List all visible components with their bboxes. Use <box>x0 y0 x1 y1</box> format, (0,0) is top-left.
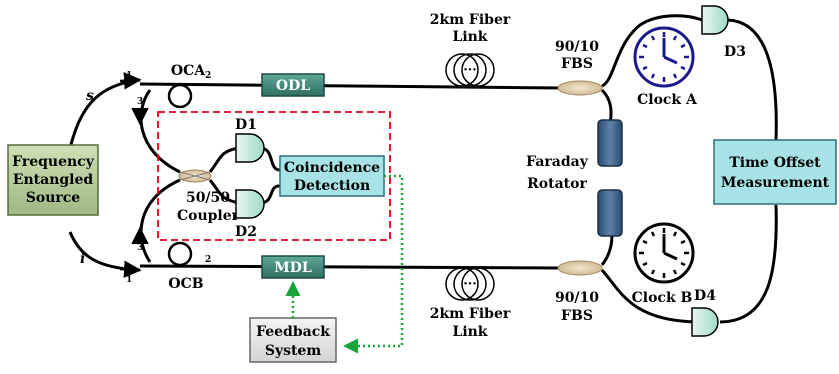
source-line2: Entangled <box>13 172 94 188</box>
coupler-cross <box>179 171 211 181</box>
fiber-spool-bottom-dots: ··· <box>463 277 477 292</box>
fiber-oca-coupler <box>139 89 181 174</box>
time-offset-box <box>713 139 837 205</box>
fiber-fbs-d4 <box>600 268 696 324</box>
fiber-bottom-line1: 2km Fiber <box>430 306 511 322</box>
faraday-bottom-icon <box>597 189 623 237</box>
fiber-bottom-line2: Link <box>452 324 487 340</box>
coupler-line2: Coupler <box>177 208 240 224</box>
detector-d3-icon <box>701 5 729 35</box>
detector-d4-icon <box>691 307 719 337</box>
oca-label: OCA <box>171 63 206 79</box>
arrow-signal <box>119 72 142 90</box>
ocb-label: OCB <box>168 276 203 292</box>
fbs-top-line2: FBS <box>561 56 593 72</box>
feedback-line1: Feedback <box>256 324 330 340</box>
detector-d3-label: D3 <box>724 44 746 60</box>
coincidence-line1: Coincidence <box>284 160 380 176</box>
signal-label: s <box>86 88 94 104</box>
detector-d2-icon <box>235 189 265 219</box>
circulator-b-icon <box>167 241 193 267</box>
fiber-ocb-coupler <box>139 178 181 263</box>
detector-d1-label: D1 <box>235 117 257 133</box>
feedback-box <box>249 317 337 363</box>
fiber-top-line2: Link <box>452 29 487 45</box>
feedback-line2: System <box>265 343 322 359</box>
fiber-d4-tom <box>719 204 778 324</box>
ocb-port2: 2 <box>205 255 211 265</box>
oca-port1: 1 <box>126 71 132 81</box>
faraday-top-icon <box>597 119 623 167</box>
fbs-bottom-line1: 90/10 <box>555 290 599 306</box>
coincidence-line2: Detection <box>294 178 370 194</box>
fiber-paths <box>68 14 778 324</box>
fiber-fbs-d3 <box>601 14 703 88</box>
ocb-port3: 3 <box>137 243 143 253</box>
oca-port3: 3 <box>137 97 143 107</box>
odl-box <box>261 73 325 97</box>
fiber-top-main <box>139 82 561 90</box>
odl-label: ODL <box>276 78 310 94</box>
source-box <box>7 144 99 216</box>
source-line3: Source <box>26 190 81 206</box>
clock-a-label: Clock A <box>637 92 698 108</box>
fiber-bottom-main <box>139 264 561 270</box>
fiber-d3-tom <box>727 18 778 141</box>
mdl-label: MDL <box>274 260 312 276</box>
ocb-port1: 1 <box>126 275 132 285</box>
time-offset-line1: Time Offset <box>729 155 821 171</box>
coupler-line1: 50/50 <box>186 190 230 206</box>
coincidence-region <box>157 111 391 241</box>
source-line1: Frequency <box>12 154 95 170</box>
fiber-fbs-faraday-top <box>600 88 613 125</box>
fiber-top-line1: 2km Fiber <box>430 12 511 28</box>
faraday-line2: Rotator <box>527 176 587 192</box>
fiber-spool-bottom-icon <box>445 267 495 301</box>
fbs-bottom-line2: FBS <box>561 308 593 324</box>
clock-b-icon <box>633 222 695 284</box>
arrow-idler <box>119 260 142 278</box>
feedback-arrow-coinc <box>343 174 404 354</box>
clock-b-label: Clock B <box>632 290 693 306</box>
detector-d4-label: D4 <box>694 288 716 304</box>
clock-a-icon <box>633 26 695 88</box>
fiber-spool-top-dots: ··· <box>463 63 477 78</box>
fiber-fbs-faraday-bottom <box>600 234 614 266</box>
detector-d1-icon <box>235 133 265 163</box>
detector-d2-label: D2 <box>235 224 257 240</box>
idler-label: i <box>80 251 85 267</box>
fbs-bottom-icon <box>557 260 603 276</box>
oca-port2: 2 <box>205 71 211 81</box>
fbs-top-line1: 90/10 <box>555 39 599 55</box>
time-offset-line2: Measurement <box>721 175 830 191</box>
fbs-top-icon <box>557 80 603 96</box>
mdl-box <box>261 255 325 279</box>
faraday-line1: Faraday <box>526 154 589 170</box>
circulator-a-icon <box>167 83 193 109</box>
fiber-spool-top-icon <box>445 53 495 87</box>
fiber-signal <box>68 78 141 149</box>
